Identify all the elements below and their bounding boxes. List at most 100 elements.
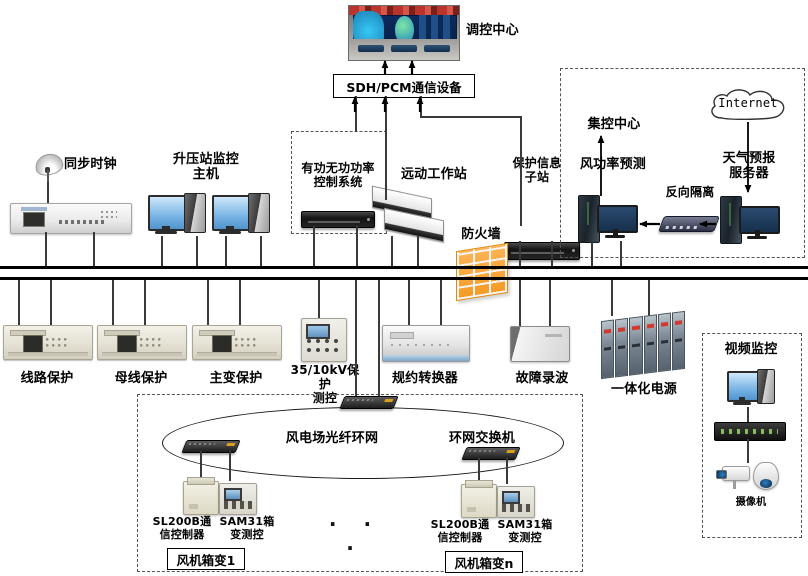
label-integrated-power: 一体化电源 bbox=[610, 382, 677, 397]
converter-port-array bbox=[389, 340, 452, 349]
video-monitoring-group bbox=[702, 333, 802, 538]
pq-control-server bbox=[301, 211, 375, 228]
power-forecast-group bbox=[560, 68, 805, 258]
wire-forecast-a bbox=[591, 241, 593, 268]
box-transformer-1[interactable]: 风机箱变1 bbox=[167, 548, 245, 570]
protocol-converter-device bbox=[382, 325, 470, 362]
sl200b-controller-1 bbox=[183, 477, 219, 515]
wire-pc1-a bbox=[161, 236, 163, 268]
box-transformer-n[interactable]: 风机箱变n bbox=[445, 551, 523, 573]
operator-desk-2 bbox=[390, 44, 418, 53]
label-sl200b-n: SL200B通 信控制器 bbox=[430, 518, 490, 544]
pq-control-system-group bbox=[291, 131, 387, 234]
ring-switch-box-tx-1 bbox=[181, 440, 241, 453]
ring-switch-box-tx-n bbox=[461, 447, 521, 460]
label-sl200b-1: SL200B通 信控制器 bbox=[152, 515, 212, 541]
label-ring-switch: 环网交换机 bbox=[448, 431, 515, 446]
status-led bbox=[366, 217, 370, 221]
wire-protsub-elbow bbox=[420, 116, 521, 118]
label-weather-server: 天气预报 服务器 bbox=[722, 151, 776, 181]
gps-antenna-icon bbox=[32, 150, 66, 184]
antenna-pole bbox=[46, 169, 49, 184]
reverse-isolation-device bbox=[658, 216, 720, 232]
internet-cloud-icon: Internet bbox=[706, 88, 790, 122]
pc-tower bbox=[248, 193, 270, 233]
wire-maintx-a bbox=[207, 280, 209, 326]
label-sync-clock: 同步时钟 bbox=[64, 157, 117, 172]
wire-recorder-b bbox=[549, 280, 551, 326]
wire-protsub-riser bbox=[520, 116, 522, 226]
label-line-protection: 线路保护 bbox=[20, 371, 74, 386]
monitor-screen bbox=[148, 195, 188, 231]
label-video-monitor: 视频监控 bbox=[724, 342, 778, 357]
wire-sw1-to-sl200b bbox=[200, 451, 202, 481]
monitor-base bbox=[218, 231, 241, 235]
sdh-pcm-label: SDH/PCM通信设备 bbox=[346, 79, 462, 95]
weather-forecast-server bbox=[720, 196, 781, 244]
box-transformer-n-label: 风机箱变n bbox=[454, 555, 514, 571]
wire-power-a bbox=[611, 280, 613, 316]
wire-busprot-b bbox=[144, 280, 146, 326]
ellipsis-between-box-transformers: · · · bbox=[328, 512, 382, 560]
device-keypad bbox=[46, 337, 68, 348]
wire-pc1-b bbox=[196, 236, 198, 268]
pc-tower bbox=[756, 369, 775, 404]
device-footer bbox=[7, 352, 89, 356]
wire-ringswitch-uplink-a bbox=[355, 280, 357, 400]
fault-recorder-device bbox=[510, 326, 570, 362]
kv-protection-measuring-unit bbox=[301, 318, 347, 362]
device-display bbox=[117, 334, 137, 354]
video-wall-top-strip bbox=[349, 6, 459, 15]
sl200b-controller-n bbox=[461, 480, 497, 518]
wire-protsub-a bbox=[519, 241, 521, 268]
firewall-icon bbox=[456, 242, 508, 302]
device-footer bbox=[101, 352, 183, 356]
wire-maintx-b bbox=[239, 280, 241, 326]
wire-telecontrol-to-sdh bbox=[385, 96, 387, 200]
label-camera: 摄像机 bbox=[735, 497, 767, 508]
wire-swn-to-sam31 bbox=[506, 458, 508, 484]
wire-clock-a bbox=[45, 232, 47, 268]
monitor-base bbox=[154, 231, 177, 235]
wire-pq-riser bbox=[355, 96, 357, 132]
label-main-transformer-protection: 主变保护 bbox=[209, 371, 263, 386]
wire-pq-b bbox=[356, 226, 358, 268]
wind-power-forecast-server bbox=[578, 195, 639, 243]
device-keypad bbox=[235, 337, 257, 348]
control-center-photo bbox=[348, 5, 460, 61]
power-cabinet bbox=[643, 314, 657, 374]
wire-protsub-to-sdh bbox=[420, 96, 422, 117]
box-transformer-1-label: 风机箱变1 bbox=[176, 552, 236, 568]
station-bus-line-a bbox=[0, 266, 808, 269]
unit-display bbox=[306, 324, 330, 339]
power-cabinet bbox=[615, 317, 629, 378]
dome-camera-icon bbox=[753, 462, 779, 490]
unit-buttons bbox=[223, 501, 252, 510]
video-monitor-pc bbox=[727, 369, 775, 407]
sync-clock-device bbox=[10, 203, 132, 234]
wind-farm-fiber-ring-group bbox=[137, 394, 583, 572]
label-wind-power-forecast: 风功率预测 bbox=[579, 157, 646, 172]
wire-clock-b bbox=[93, 232, 95, 268]
wire-swn-to-sl200b bbox=[478, 458, 480, 484]
label-telecontrol-workstation: 远动工作站 bbox=[400, 167, 467, 182]
label-pq-control: 有功无功功率 控制系统 bbox=[301, 161, 375, 189]
power-cabinet bbox=[657, 312, 671, 373]
sdh-pcm-box[interactable]: SDH/PCM通信设备 bbox=[333, 74, 475, 98]
line-protection-device bbox=[3, 325, 93, 360]
video-recorder-dvr bbox=[714, 422, 786, 441]
label-protection-substation: 保护信息 子站 bbox=[512, 156, 562, 184]
monitor-stand bbox=[161, 225, 171, 232]
monitor-stand bbox=[754, 230, 760, 237]
wire-pc2-a bbox=[225, 236, 227, 268]
main-transformer-protection-device bbox=[192, 325, 282, 360]
wire-pq-a bbox=[313, 226, 315, 268]
monitor-stand bbox=[738, 397, 746, 403]
booster-host-pc-2 bbox=[212, 193, 270, 237]
wire-telecontrol-a bbox=[391, 236, 393, 268]
monitor-stand bbox=[612, 229, 618, 236]
operator-desk-1 bbox=[357, 44, 385, 53]
label-internet: Internet bbox=[718, 96, 778, 110]
wire-busprot-a bbox=[112, 280, 114, 326]
